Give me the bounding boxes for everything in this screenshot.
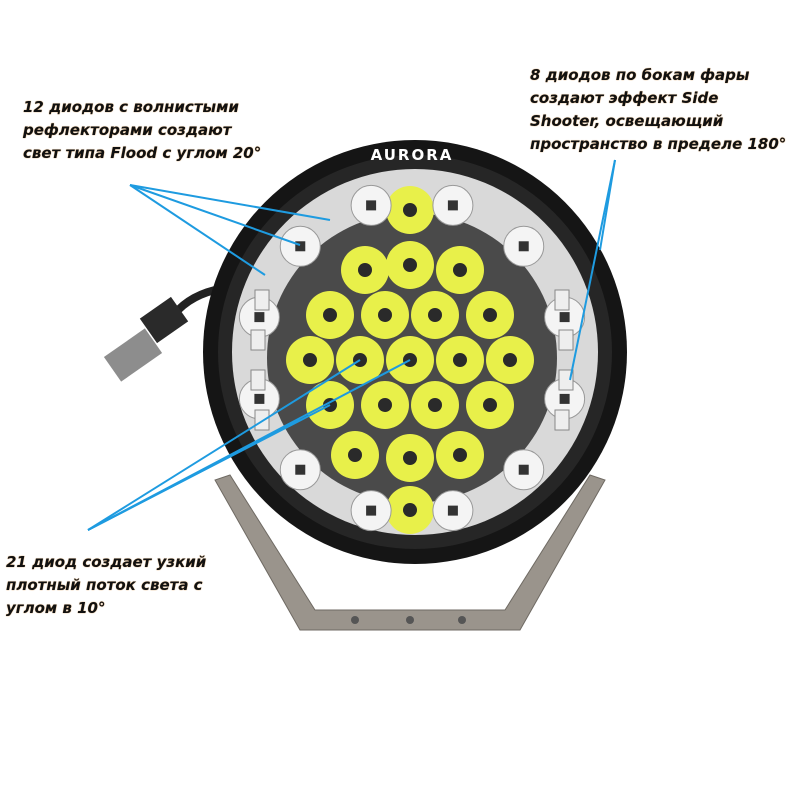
side-shooter-led (254, 289, 270, 311)
spot-led-chip (403, 503, 417, 517)
callout-line (129, 184, 266, 276)
spot-led-chip (483, 308, 497, 322)
side-shooter-led (250, 329, 266, 351)
mount-bracket (214, 474, 606, 631)
flood-led-chip (295, 241, 306, 252)
spot-led-chip (323, 308, 337, 322)
flood-led-chip (254, 393, 265, 404)
side-shooter-led (254, 409, 270, 431)
flood-led-chip (559, 393, 570, 404)
callout-line (129, 184, 331, 221)
callout-line (87, 359, 361, 531)
callout-line (87, 404, 331, 531)
flood-led-chip (447, 505, 458, 516)
bracket-hole (351, 616, 359, 624)
flood-led-chip (366, 200, 377, 211)
side-shooter-led (250, 369, 266, 391)
flood-led-chip (559, 312, 570, 323)
spot-led-chip (453, 448, 467, 462)
annotation-side-shooter-leds: 8 диодов по бокам фары создают эффект Si… (530, 66, 787, 153)
spot-led-chip (303, 353, 317, 367)
flood-led-chip (518, 464, 529, 475)
spot-led-chip (453, 263, 467, 277)
spot-led-chip (503, 353, 517, 367)
spot-led-chip (453, 353, 467, 367)
cable-connector-boot (139, 296, 189, 344)
spot-led-chip (348, 448, 362, 462)
spot-led-chip (483, 398, 497, 412)
spot-led-chip (378, 398, 392, 412)
spot-led-chip (403, 203, 417, 217)
flood-led-chip (447, 200, 458, 211)
callout-line (569, 159, 616, 381)
spot-led-chip (428, 398, 442, 412)
annotation-flood-leds: 12 диодов с волнистыми рефлекторами созд… (23, 98, 262, 162)
spot-led-chip (378, 308, 392, 322)
flood-led-chip (254, 312, 265, 323)
side-shooter-led (554, 409, 570, 431)
flood-led-chip (366, 505, 377, 516)
spot-led-chip (358, 263, 372, 277)
flood-led-chip (295, 464, 306, 475)
brand-logo: AURORA (371, 146, 454, 164)
side-shooter-led (554, 289, 570, 311)
bracket-hole (406, 616, 414, 624)
spot-led-chip (403, 258, 417, 272)
flood-led-chip (518, 241, 529, 252)
side-shooter-led (558, 329, 574, 351)
spot-led-chip (403, 451, 417, 465)
cable-connector (103, 328, 163, 382)
annotation-spot-leds: 21 диод создает узкий плотный поток свет… (6, 553, 207, 617)
callout-line (129, 184, 301, 246)
spot-led-chip (428, 308, 442, 322)
side-shooter-led (558, 369, 574, 391)
bracket-hole (458, 616, 466, 624)
